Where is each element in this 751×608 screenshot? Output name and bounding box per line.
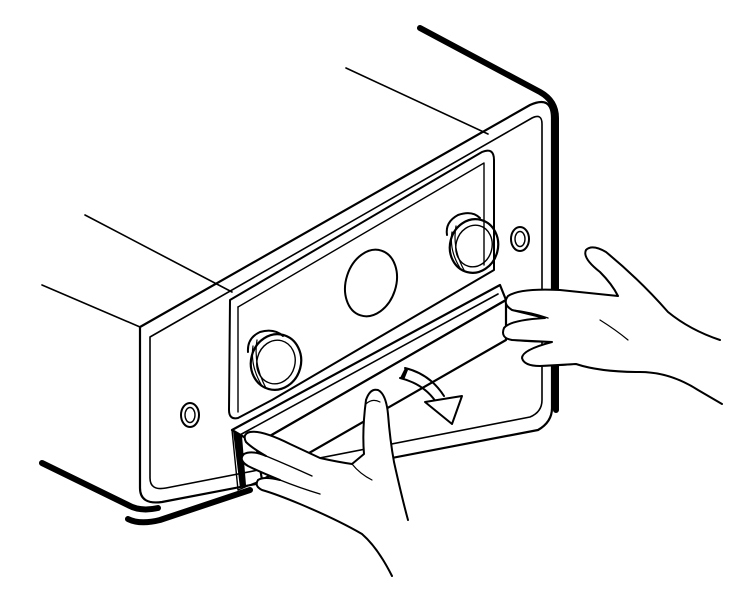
left-knob[interactable] <box>245 328 308 395</box>
unit-bottom-edge <box>39 460 253 526</box>
display-window <box>344 248 398 318</box>
open-direction-arrow <box>399 367 463 425</box>
mounting-hole-right <box>510 226 530 252</box>
inner-front-panel <box>228 149 495 420</box>
right-hand <box>502 246 723 405</box>
left-hand <box>240 388 409 577</box>
unit-top-surface <box>41 25 559 413</box>
right-knob[interactable] <box>444 212 504 278</box>
front-frame <box>138 100 554 504</box>
mounting-hole-left <box>180 402 200 428</box>
